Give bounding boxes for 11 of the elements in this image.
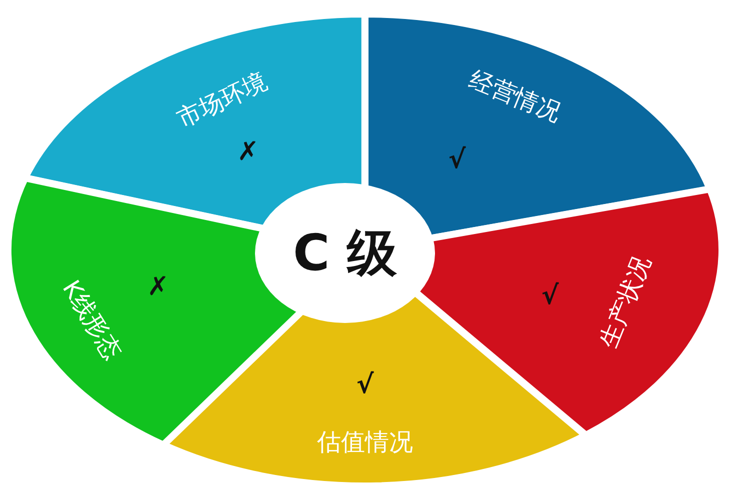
segment-label: K线形态 bbox=[56, 274, 128, 366]
status-mark: ✗ bbox=[147, 272, 169, 302]
segment-label: 估值情况 bbox=[316, 427, 413, 458]
status-mark: √ bbox=[541, 280, 559, 311]
status-mark: √ bbox=[448, 145, 466, 175]
grade-label: C 级 bbox=[292, 222, 398, 284]
status-mark: √ bbox=[356, 370, 374, 400]
segment-label: 生产状况 bbox=[593, 251, 657, 352]
segment-label: 经营情况 bbox=[464, 64, 566, 129]
segment-label: 市场环境 bbox=[172, 66, 272, 135]
status-mark: ✗ bbox=[237, 137, 259, 167]
